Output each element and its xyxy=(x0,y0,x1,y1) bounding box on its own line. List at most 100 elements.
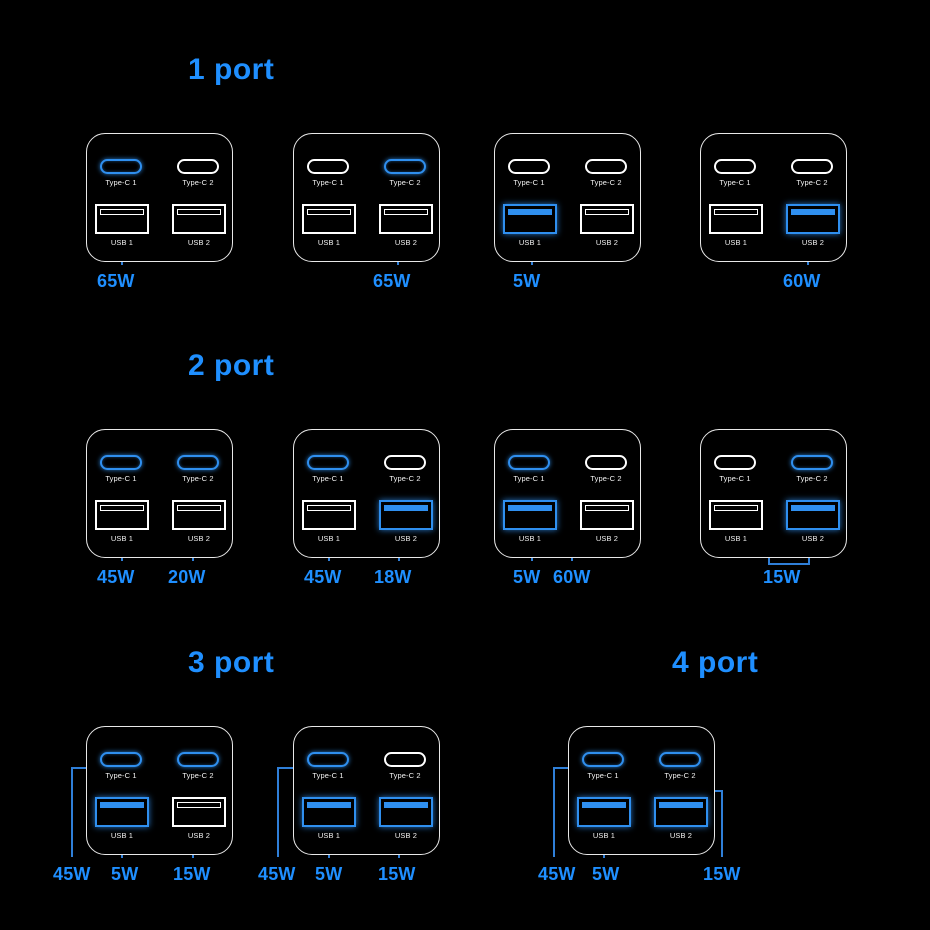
port-caption-u1: USB 1 xyxy=(592,831,616,840)
type-c-port-1[interactable] xyxy=(100,159,142,174)
port-caption-c2: Type-C 2 xyxy=(182,178,214,187)
port-caption-u2: USB 2 xyxy=(669,831,693,840)
type-c-port-1[interactable] xyxy=(100,455,142,470)
port-caption-u2: USB 2 xyxy=(801,534,825,543)
wattage-label: 5W xyxy=(315,864,343,884)
wattage-label: 18W xyxy=(374,567,412,587)
type-c-port-2[interactable] xyxy=(384,159,426,174)
usb-a-inner-bar xyxy=(384,505,428,511)
port-caption-c2: Type-C 2 xyxy=(182,771,214,780)
usb-a-port-2[interactable] xyxy=(654,797,708,827)
type-c-port-1[interactable] xyxy=(508,159,550,174)
usb-a-inner-bar xyxy=(100,209,144,215)
type-c-port-2[interactable] xyxy=(384,752,426,767)
wattage-label: 45W xyxy=(538,864,576,884)
usb-a-port-1[interactable] xyxy=(709,500,763,530)
port-caption-c1: Type-C 1 xyxy=(719,474,751,483)
port-caption-u2: USB 2 xyxy=(394,534,418,543)
usb-a-port-1[interactable] xyxy=(302,500,356,530)
type-c-port-2[interactable] xyxy=(791,455,833,470)
port-caption-c2: Type-C 2 xyxy=(389,474,421,483)
usb-a-inner-bar xyxy=(585,505,629,511)
usb-a-inner-bar xyxy=(177,209,221,215)
type-c-port-1[interactable] xyxy=(307,752,349,767)
wattage-label: 5W xyxy=(513,271,541,291)
usb-a-port-2[interactable] xyxy=(379,500,433,530)
usb-a-port-1[interactable] xyxy=(709,204,763,234)
port-caption-c2: Type-C 2 xyxy=(389,771,421,780)
usb-a-port-1[interactable] xyxy=(302,204,356,234)
usb-a-port-1[interactable] xyxy=(503,204,557,234)
port-caption-c1: Type-C 1 xyxy=(719,178,751,187)
usb-a-port-1[interactable] xyxy=(95,204,149,234)
usb-a-port-1[interactable] xyxy=(95,797,149,827)
port-caption-u1: USB 1 xyxy=(110,831,134,840)
type-c-port-2[interactable] xyxy=(585,455,627,470)
type-c-port-2[interactable] xyxy=(585,159,627,174)
usb-a-port-2[interactable] xyxy=(172,500,226,530)
type-c-port-1[interactable] xyxy=(714,159,756,174)
port-caption-u1: USB 1 xyxy=(317,831,341,840)
usb-a-inner-bar xyxy=(585,209,629,215)
usb-a-inner-bar xyxy=(100,505,144,511)
type-c-port-2[interactable] xyxy=(791,159,833,174)
type-c-port-2[interactable] xyxy=(384,455,426,470)
charger-card: Type-C 1 Type-C 2 USB 1 USB 2 xyxy=(494,133,641,262)
section-heading-three-port: 3 port xyxy=(188,646,275,679)
usb-a-port-2[interactable] xyxy=(786,204,840,234)
port-caption-u1: USB 1 xyxy=(518,238,542,247)
usb-a-port-1[interactable] xyxy=(302,797,356,827)
section-heading-four-port: 4 port xyxy=(672,646,759,679)
type-c-port-2[interactable] xyxy=(177,455,219,470)
usb-a-inner-bar xyxy=(659,802,703,808)
connector-line xyxy=(768,563,810,565)
usb-a-port-1[interactable] xyxy=(503,500,557,530)
type-c-port-2[interactable] xyxy=(177,159,219,174)
port-caption-c1: Type-C 1 xyxy=(105,771,137,780)
usb-a-inner-bar xyxy=(177,505,221,511)
port-caption-u2: USB 2 xyxy=(187,831,211,840)
type-c-port-1[interactable] xyxy=(100,752,142,767)
port-caption-u1: USB 1 xyxy=(724,534,748,543)
port-caption-u2: USB 2 xyxy=(394,831,418,840)
port-caption-c2: Type-C 2 xyxy=(796,178,828,187)
usb-a-port-1[interactable] xyxy=(577,797,631,827)
port-caption-c1: Type-C 1 xyxy=(513,474,545,483)
port-caption-c2: Type-C 2 xyxy=(182,474,214,483)
wattage-label: 15W xyxy=(378,864,416,884)
type-c-port-2[interactable] xyxy=(659,752,701,767)
port-caption-u2: USB 2 xyxy=(595,238,619,247)
usb-a-port-2[interactable] xyxy=(786,500,840,530)
usb-a-inner-bar xyxy=(714,505,758,511)
wattage-label: 15W xyxy=(763,567,801,587)
type-c-port-1[interactable] xyxy=(508,455,550,470)
wattage-label: 45W xyxy=(304,567,342,587)
type-c-port-1[interactable] xyxy=(307,455,349,470)
usb-a-port-2[interactable] xyxy=(379,797,433,827)
port-caption-u1: USB 1 xyxy=(317,534,341,543)
type-c-port-1[interactable] xyxy=(307,159,349,174)
section-heading-two-port: 2 port xyxy=(188,349,275,382)
wattage-label: 5W xyxy=(592,864,620,884)
usb-a-port-2[interactable] xyxy=(172,797,226,827)
port-caption-c2: Type-C 2 xyxy=(796,474,828,483)
port-caption-c2: Type-C 2 xyxy=(590,178,622,187)
port-caption-u2: USB 2 xyxy=(187,238,211,247)
type-c-port-2[interactable] xyxy=(177,752,219,767)
usb-a-port-2[interactable] xyxy=(580,500,634,530)
usb-a-port-2[interactable] xyxy=(580,204,634,234)
port-caption-u2: USB 2 xyxy=(187,534,211,543)
type-c-port-1[interactable] xyxy=(582,752,624,767)
port-caption-c1: Type-C 1 xyxy=(513,178,545,187)
usb-a-port-1[interactable] xyxy=(95,500,149,530)
port-caption-c1: Type-C 1 xyxy=(587,771,619,780)
port-caption-u1: USB 1 xyxy=(317,238,341,247)
usb-a-port-2[interactable] xyxy=(172,204,226,234)
type-c-port-1[interactable] xyxy=(714,455,756,470)
usb-a-port-2[interactable] xyxy=(379,204,433,234)
